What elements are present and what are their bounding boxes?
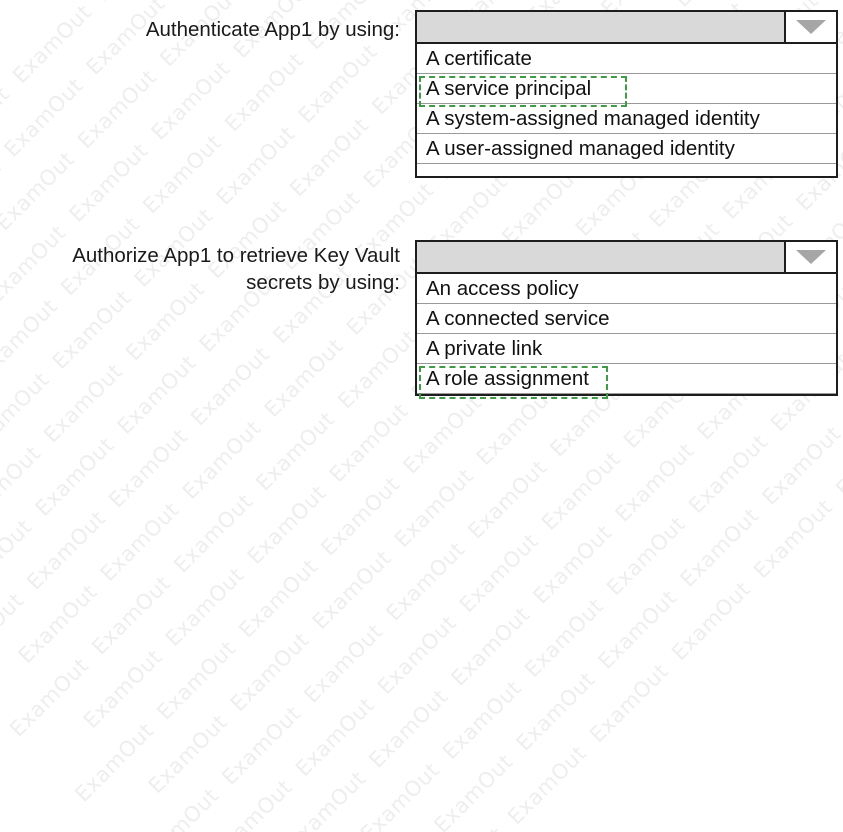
dropdown-list-authenticate[interactable]: A certificate A service principal A syst… [415, 44, 838, 178]
watermark-text: ExamOut [30, 432, 119, 521]
watermark-text: ExamOut [299, 619, 388, 708]
watermark-text: ExamOut [757, 421, 843, 510]
watermark-text: ExamOut [585, 658, 674, 748]
watermark-text: ExamOut [675, 503, 764, 592]
watermark-text: ExamOut [684, 429, 773, 518]
dropdown-header-authorize[interactable] [415, 240, 838, 274]
watermark-text: ExamOut [364, 684, 453, 773]
dropdown-option[interactable]: A user-assigned managed identity [417, 134, 836, 164]
watermark-text: ExamOut [602, 511, 691, 601]
watermark-text: ExamOut [13, 579, 102, 668]
watermark-text: ExamOut [0, 441, 46, 530]
dropdown-option[interactable]: A connected service [417, 304, 836, 334]
watermark-text: ExamOut [0, 588, 29, 677]
dropdown-option[interactable]: A certificate [417, 44, 836, 74]
watermark-text: ExamOut [282, 766, 371, 832]
dropdown-option[interactable]: A private link [417, 334, 836, 364]
watermark-text: ExamOut [234, 554, 323, 643]
watermark-text: ExamOut [0, 514, 37, 603]
watermark-text: ExamOut [95, 497, 184, 586]
watermark-text: ExamOut [503, 741, 592, 830]
dropdown-option[interactable]: An access policy [417, 274, 836, 304]
watermark-text: ExamOut [437, 675, 527, 765]
chevron-down-glyph [796, 250, 826, 264]
watermark-text: ExamOut [372, 610, 462, 700]
watermark-text: ExamOut [340, 813, 455, 832]
watermark-text: ExamOut [446, 602, 535, 691]
watermark-text: ExamOut [193, 830, 308, 832]
dropdown-authorize[interactable]: An access policy A connected service A p… [415, 240, 838, 399]
watermark-text: ExamOut [22, 506, 111, 595]
watermark-text: ExamOut [528, 520, 617, 609]
watermark-text: ExamOut [381, 537, 470, 626]
watermark-text: ExamOut [70, 718, 159, 807]
dropdown-authenticate[interactable]: A certificate A service principal A syst… [415, 10, 838, 178]
watermark-text: ExamOut [152, 636, 241, 725]
watermark-text: ExamOut [135, 783, 224, 832]
watermark-text: ExamOut [242, 480, 331, 569]
watermark-text: ExamOut [290, 692, 380, 782]
watermark-text: ExamOut [78, 644, 167, 733]
dropdown-list-filler [417, 164, 836, 176]
watermark-text: ExamOut [143, 709, 232, 799]
chevron-down-icon[interactable] [784, 12, 836, 42]
dropdown-selected-value-authorize[interactable] [417, 242, 784, 272]
chevron-down-glyph [796, 20, 826, 34]
prompt-label-line: secrets by using: [246, 271, 400, 294]
watermark-text: ExamOut [520, 593, 609, 683]
chevron-down-icon[interactable] [784, 242, 836, 272]
watermark-text: ExamOut [217, 701, 306, 790]
dropdown-option[interactable]: A system-assigned managed identity [417, 104, 836, 134]
watermark-text: ExamOut [307, 545, 396, 634]
watermark-text: ExamOut [355, 757, 445, 832]
watermark-text: ExamOut [454, 528, 544, 617]
dropdown-selected-value-authenticate[interactable] [417, 12, 784, 42]
dropdown-header-authenticate[interactable] [415, 10, 838, 44]
watermark-text: ExamOut [160, 562, 249, 651]
watermark-text: ExamOut [225, 627, 314, 716]
watermark-text: ExamOut [87, 571, 176, 660]
watermark-text: ExamOut [5, 653, 94, 742]
watermark-text: ExamOut [169, 489, 258, 578]
watermark-text: ExamOut [208, 774, 297, 832]
watermark-text: ExamOut [749, 494, 838, 584]
watermark-text: ExamOut [389, 463, 479, 552]
watermark-text: ExamOut [463, 455, 552, 544]
watermark-text: ExamOut [316, 472, 405, 561]
watermark-text: ExamOut [667, 576, 756, 666]
dropdown-list-authorize[interactable]: An access policy A connected service A p… [415, 274, 838, 399]
watermark-text: ExamOut [266, 821, 381, 832]
watermark-text: ExamOut [610, 438, 699, 527]
prompt-label-line: Authenticate App1 by using: [145, 18, 400, 41]
prompt-label-authorize: Authorize App1 to retrieve Key Vault sec… [0, 242, 400, 296]
watermark-text: ExamOut [536, 446, 626, 535]
dropdown-option[interactable]: A role assignment [417, 364, 836, 394]
prompt-label-authenticate: Authenticate App1 by using: [0, 16, 400, 43]
prompt-label-line: Authorize App1 to retrieve Key Vault [72, 244, 400, 267]
watermark-text: ExamOut [413, 804, 528, 832]
dropdown-option[interactable]: A service principal [417, 74, 836, 104]
watermark-text: ExamOut [429, 749, 518, 832]
watermark-text: ExamOut [104, 424, 193, 513]
watermark-text: ExamOut [593, 585, 682, 674]
watermark-text: ExamOut [511, 667, 600, 756]
question-content: Authenticate App1 by using: A certificat… [0, 10, 838, 399]
